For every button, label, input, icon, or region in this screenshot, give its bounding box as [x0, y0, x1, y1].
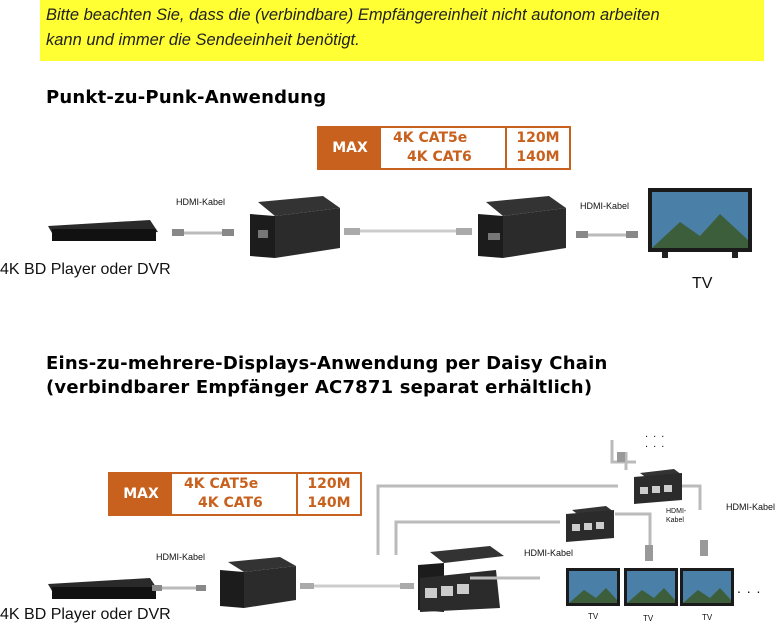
receiver-small-image — [634, 469, 682, 504]
tv-label: TV — [643, 614, 654, 623]
more-displays-dots: . . . — [645, 438, 666, 450]
section2-title-line-2: (verbindbarer Empfänger AC7871 separat e… — [46, 377, 593, 398]
hdmi-cable-label: HDMI-Kabel — [156, 552, 206, 562]
section2-max-table: MAX 4K CAT5e 4K CAT6 120M 140M — [108, 472, 362, 516]
transmitter-image — [220, 557, 296, 608]
hdmi-cable-image — [576, 231, 638, 238]
max-label: MAX — [319, 128, 381, 168]
hdmi-cable-label: HDMI-Kabel — [176, 197, 226, 207]
cat-cable-image — [344, 228, 472, 235]
more-displays-dots: . . . — [645, 428, 666, 440]
section1-max-table: MAX 4K CAT5e 4K CAT6 120M 140M — [317, 126, 571, 170]
transmitter-image — [250, 196, 340, 258]
notice-line-1: Bitte beachten Sie, dass die (verbindbar… — [46, 6, 660, 24]
tv-image — [624, 568, 678, 606]
daisy-chain-cables — [376, 440, 702, 580]
cat5e-label: 4K CAT5e — [393, 130, 468, 146]
cat-cable-image — [300, 583, 414, 589]
tv-label: TV — [692, 275, 713, 292]
hdmi-cable-label: HDMI-Kabel — [726, 502, 776, 512]
cat6-distance: 140M — [307, 495, 351, 511]
hdmi-plug-image — [617, 452, 708, 561]
max-label: MAX — [110, 474, 172, 514]
section2-title-line-1: Eins-zu-mehrere-Displays-Anwendung per D… — [46, 353, 608, 374]
hdmi-cable-image — [152, 585, 206, 591]
notice-box: Bitte beachten Sie, dass die (verbindbar… — [40, 0, 764, 61]
bd-player-image — [48, 220, 158, 241]
tv-label: TV — [702, 613, 713, 622]
section2-title: Eins-zu-mehrere-Displays-Anwendung per D… — [46, 352, 607, 400]
source-label: 4K BD Player oder DVR — [0, 606, 171, 623]
cat5e-distance: 120M — [307, 476, 351, 492]
cat6-distance: 140M — [516, 149, 560, 165]
bd-player-image — [48, 578, 158, 599]
receiver-hub-image — [418, 546, 504, 612]
receiver-image — [478, 196, 566, 258]
tv-image — [648, 188, 752, 258]
cat5e-label: 4K CAT5e — [184, 476, 259, 492]
cat5e-distance: 120M — [516, 130, 560, 146]
hdmi-cable-image — [172, 229, 234, 236]
tv-image — [566, 568, 620, 606]
hdmi-cable-label-small: HDMI- Kabel — [666, 508, 687, 524]
cat6-label: 4K CAT6 — [407, 149, 472, 165]
more-displays-dots: . . . — [737, 580, 762, 596]
notice-text: Bitte beachten Sie, dass die (verbindbar… — [40, 0, 764, 56]
hdmi-cable-label: HDMI-Kabel — [524, 548, 574, 558]
section1-title: Punkt-zu-Punk-Anwendung — [46, 87, 327, 108]
receiver-small-image — [566, 506, 614, 542]
notice-line-2: kann und immer die Sendeeinheit benötigt… — [46, 31, 360, 49]
hdmi-cable-label: HDMI-Kabel — [580, 201, 630, 211]
cat6-label: 4K CAT6 — [198, 495, 263, 511]
tv-image — [680, 568, 734, 606]
source-label: 4K BD Player oder DVR — [0, 261, 171, 278]
tv-label: TV — [588, 612, 599, 621]
